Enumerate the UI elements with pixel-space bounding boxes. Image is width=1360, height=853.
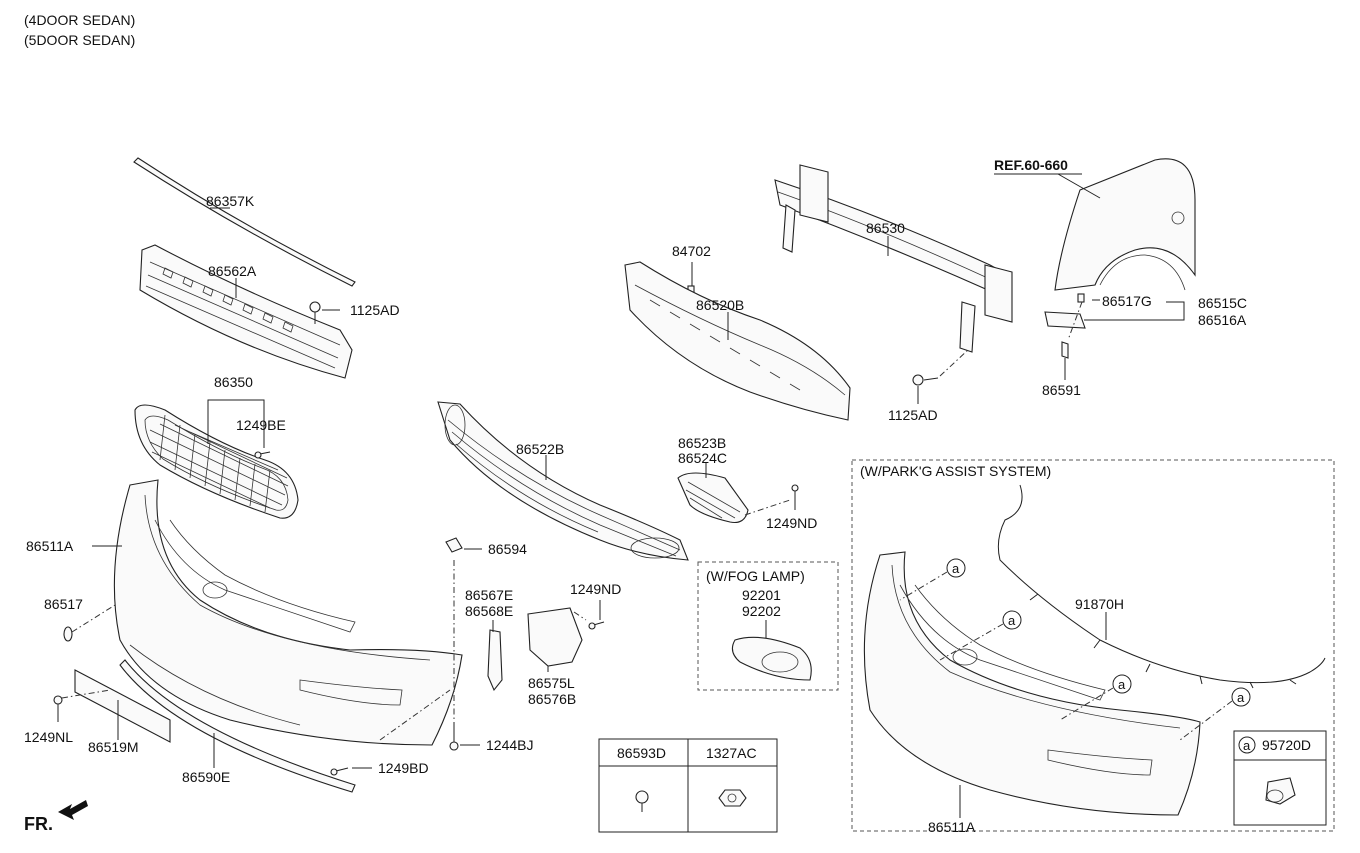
fastener-table [598,738,778,833]
label-92201: 92201 [742,587,781,603]
label-86591: 86591 [1042,382,1081,398]
label-1249NL: 1249NL [24,729,73,745]
front-direction-label: FR. [24,814,53,834]
label-1249ND-lower: 1249ND [570,581,621,597]
label-86524C: 86524C [678,450,727,466]
label-86530: 86530 [866,220,905,236]
label-86567E: 86567E [465,587,513,603]
label-86594: 86594 [488,541,527,557]
label-86517G: 86517G [1102,293,1152,309]
side-bracket-large [527,607,583,672]
leader-86515C [1084,301,1185,321]
leader-ref [1057,173,1101,199]
lower-molding [119,659,356,793]
screw-1249ND-lower [573,600,605,630]
screw-1249BE [254,408,271,459]
header-line-1: (4DOOR SEDAN) [24,12,135,28]
fog-lamp-cover [677,462,749,524]
upper-grille-carrier [139,244,353,379]
label-84702: 84702 [672,243,711,259]
parking-sensor-harness [997,484,1326,689]
label-1249BE: 1249BE [236,417,286,433]
park-assist-bumper [863,551,1201,816]
radiator-grille [134,404,299,519]
label-95720D: 95720D [1262,737,1311,753]
fog-lamp-box [697,561,839,691]
label-86523B: 86523B [678,435,726,451]
label-1125AD-upper: 1125AD [350,302,400,318]
label-1249ND-upper: 1249ND [766,515,817,531]
lower-grille [437,401,689,561]
label-86357K: 86357K [206,193,255,209]
screw-1244BJ [379,560,480,751]
screw-1125AD-lower [912,349,969,404]
table-col-1327AC: 1327AC [706,745,757,761]
label-1249BD: 1249BD [378,760,429,776]
front-bumper-cover [113,479,463,746]
callout-a-2-letter: a [1008,613,1016,628]
screw-1125AD-upper [309,301,340,324]
fog-lamp-box-title: (W/FOG LAMP) [706,568,805,584]
label-92202: 92202 [742,603,781,619]
front-arrow-icon [58,800,88,820]
label-ref-60-660: REF.60-660 [994,157,1068,173]
label-86562A: 86562A [208,263,257,279]
label-86511A: 86511A [26,538,74,554]
leader-86350 [207,399,265,444]
screw-1249BD [330,767,372,776]
label-1125AD-lower: 1125AD [888,407,938,423]
park-assist-box [851,459,1335,832]
fender-reference [1054,158,1196,291]
label-86350: 86350 [214,374,253,390]
label-91870H: 91870H [1075,596,1124,612]
label-86590E: 86590E [182,769,230,785]
fog-lamp [731,636,812,681]
sensor-box [1233,730,1327,826]
sensor-box-callout [1238,736,1256,754]
parking-sensor [1265,777,1296,805]
screw-1249ND-upper [744,484,799,516]
clip-86594 [445,537,482,553]
label-86576B: 86576B [528,691,576,707]
side-bracket-small [487,620,503,692]
grille-molding-strip [133,157,356,287]
label-86516A: 86516A [1198,312,1247,328]
bumper-beam [774,164,1013,353]
label-86568E: 86568E [465,603,513,619]
label-86575L: 86575L [528,675,575,691]
sensor-box-callout-letter: a [1243,738,1251,753]
header-line-2: (5DOOR SEDAN) [24,32,135,48]
callout-a-1 [899,558,966,601]
label-86522B: 86522B [516,441,564,457]
callout-a-1-letter: a [952,561,960,576]
table-col-86593D: 86593D [617,745,666,761]
label-86517: 86517 [44,596,83,612]
park-assist-box-title: (W/PARK'G ASSIST SYSTEM) [860,463,1051,479]
fender-bracket [1044,293,1086,380]
label-86520B: 86520B [696,297,744,313]
label-86515C: 86515C [1198,295,1247,311]
label-86519M: 86519M [88,739,139,755]
clip-86517 [63,604,116,642]
license-plate-bracket [74,669,171,743]
label-1244BJ: 1244BJ [486,737,533,753]
energy-absorber [624,261,851,421]
callout-a-3 [1059,674,1132,721]
callout-a-3-letter: a [1118,677,1126,692]
callout-a-2 [939,610,1022,661]
screw-1249NL [53,689,111,722]
callout-a-4 [1179,687,1251,741]
callout-a-4-letter: a [1237,690,1245,705]
label-86511A-b: 86511A [928,819,976,835]
